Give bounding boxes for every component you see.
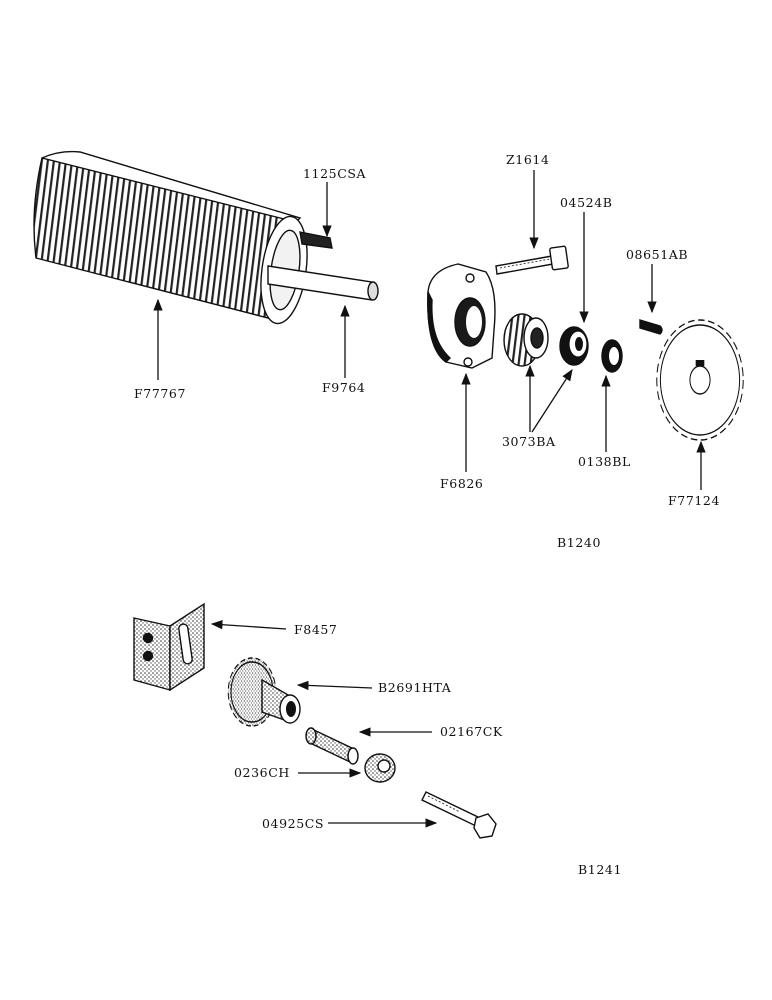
bolt-04925cs-part	[421, 791, 497, 839]
label-b2691hta: B2691HTA	[378, 680, 452, 695]
leader-3073ba-b	[531, 369, 573, 433]
label-3073ba: 3073BA	[502, 434, 556, 449]
label-f77124: F77124	[668, 493, 720, 508]
bearing-part	[503, 313, 549, 367]
label-0138bl: 0138BL	[578, 454, 631, 469]
figure-b1241: F8457 B2691HTA 02167CK 0236CH 04925CS B1…	[133, 602, 622, 877]
drum-roller-part	[33, 150, 333, 325]
collar-part	[559, 326, 589, 366]
figure-id-b1240: B1240	[557, 535, 601, 550]
shaft-part	[267, 265, 379, 301]
label-04524b: 04524B	[560, 195, 613, 210]
label-1125csa: 1125CSA	[303, 166, 367, 181]
label-02167ck: 02167CK	[440, 724, 503, 739]
label-f9764: F9764	[322, 380, 366, 395]
bearing-housing-part	[427, 263, 496, 369]
bracket-part	[133, 602, 205, 692]
sprocket-f77124-part	[656, 319, 744, 441]
washer-0236ch-part	[364, 753, 396, 783]
leader-f8457	[210, 620, 287, 630]
label-04925cs: 04925CS	[262, 816, 324, 831]
label-f8457: F8457	[294, 622, 338, 637]
label-f6826: F6826	[440, 476, 484, 491]
spacer-part	[305, 727, 359, 765]
idler-sprocket-part	[227, 657, 301, 727]
label-0236ch: 0236CH	[234, 765, 290, 780]
label-z1614: Z1614	[506, 152, 550, 167]
bolt-z1614-part	[495, 245, 569, 275]
leader-b2691hta	[296, 680, 373, 691]
washer-part	[601, 339, 623, 373]
label-f77767: F77767	[134, 386, 186, 401]
figure-id-b1241: B1241	[578, 862, 622, 877]
key-part	[639, 319, 663, 335]
figure-b1240: 1125CSA F77767 F9764 Z1614 04524B 08651A…	[33, 150, 744, 550]
label-08651ab: 08651AB	[626, 247, 688, 262]
